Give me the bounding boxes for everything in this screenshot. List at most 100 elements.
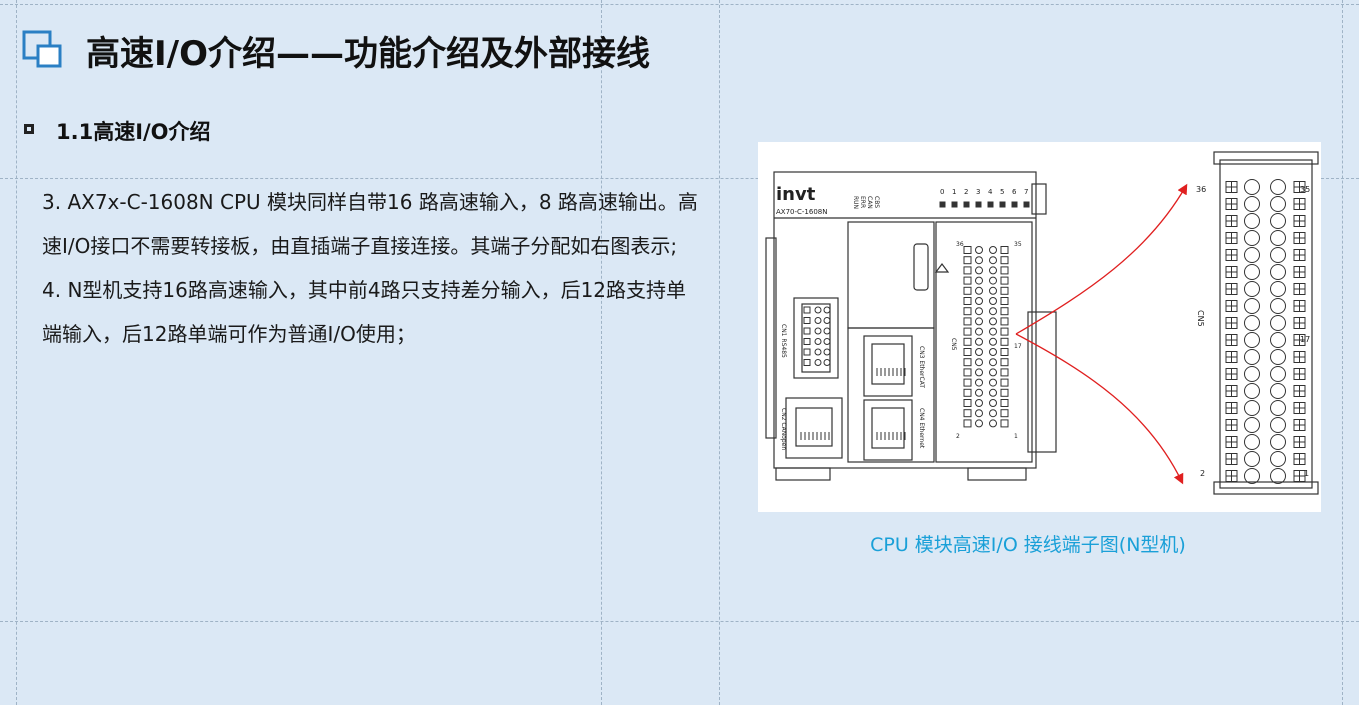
- pin-circle: [975, 266, 983, 275]
- pin-circle: [975, 348, 983, 356]
- terminal-number-1: 1: [1304, 469, 1309, 478]
- paragraph-3: 3. AX7x-C-1608N CPU 模块同样自带16 路高速输入，8 路高速…: [42, 190, 698, 258]
- pin-square: [803, 317, 811, 324]
- pin-square: [803, 306, 811, 314]
- pin-square: [1000, 399, 1009, 407]
- terminal-block-label: CN5: [1196, 310, 1205, 327]
- pin-circle: [1270, 383, 1286, 399]
- pin-circle: [975, 409, 983, 418]
- terminal-block: [1213, 151, 1319, 495]
- model-label: AX70-C-1608N: [776, 208, 827, 216]
- pin-square: [963, 297, 972, 305]
- pin-square: [963, 368, 972, 377]
- pin-square: [1000, 286, 1009, 295]
- pin-circle: [1244, 366, 1260, 382]
- guide-line: [16, 0, 17, 705]
- pin-circle: [975, 307, 983, 316]
- pin-square: [1000, 317, 1009, 326]
- pin-circle: [1244, 298, 1260, 314]
- pin-circle: [975, 358, 983, 367]
- pin-square: [963, 388, 972, 397]
- terminal-number-17: 17: [1300, 335, 1310, 344]
- brand-logo: invt: [776, 184, 816, 205]
- io-number: 0: [940, 188, 944, 196]
- pin-circle: [814, 348, 822, 356]
- module-terminal-number-36: 36: [956, 241, 964, 248]
- figure-caption: CPU 模块高速I/O 接线端子图(N型机): [870, 534, 1186, 556]
- pin-square: [963, 256, 972, 265]
- arrow-down: [1015, 333, 1184, 485]
- pin-circle: [989, 368, 997, 377]
- pin-circle: [1244, 417, 1260, 433]
- port-label-cn5: CN5: [950, 338, 957, 351]
- pin-square: [1000, 297, 1009, 305]
- pin-square: [1000, 388, 1009, 397]
- pin-circle: [1244, 179, 1260, 195]
- pin-circle: [823, 317, 831, 324]
- pin-circle: [1270, 468, 1286, 484]
- pin-circle: [1244, 247, 1260, 263]
- pin-circle: [1270, 298, 1286, 314]
- pin-square: [963, 399, 972, 407]
- pin-circle: [989, 307, 997, 316]
- pin-circle: [975, 246, 983, 254]
- pin-circle: [1270, 247, 1286, 263]
- pin-circle: [823, 348, 831, 356]
- pin-circle: [1244, 332, 1260, 348]
- pin-square: [803, 327, 811, 335]
- status-label-run: RUN: [852, 196, 859, 209]
- pin-circle: [975, 388, 983, 397]
- pin-circle: [1270, 332, 1286, 348]
- pin-circle: [989, 378, 997, 387]
- pin-circle: [1270, 213, 1286, 229]
- guide-line: [1342, 0, 1343, 705]
- pin-circle: [1244, 264, 1260, 280]
- pin-circle: [975, 256, 983, 265]
- pin-square: [963, 378, 972, 387]
- port-label-canopen: CN2 CANopen: [780, 408, 787, 450]
- status-label-cbs: CBS: [873, 196, 880, 208]
- pin-square: [1000, 246, 1009, 254]
- pin-circle: [989, 297, 997, 305]
- pin-circle: [823, 306, 831, 314]
- pin-circle: [975, 368, 983, 377]
- pin-circle: [975, 317, 983, 326]
- pin-square: [1000, 378, 1009, 387]
- pin-circle: [1270, 264, 1286, 280]
- io-number: 5: [1000, 188, 1004, 196]
- pin-square: [963, 286, 972, 295]
- led-indicator: [987, 201, 994, 208]
- arrow-up: [1015, 183, 1188, 335]
- pin-circle: [1270, 366, 1286, 382]
- pin-square: [963, 348, 972, 356]
- pin-circle: [975, 276, 983, 285]
- terminal-pins: [800, 201, 1030, 440]
- pin-circle: [823, 338, 831, 345]
- pin-circle: [1270, 196, 1286, 212]
- io-number: 3: [976, 188, 980, 196]
- pin-circle: [989, 348, 997, 356]
- pin-circle: [1270, 417, 1286, 433]
- guide-line: [0, 178, 1359, 179]
- cpu-module: [765, 171, 1057, 481]
- pin-circle: [989, 399, 997, 407]
- pin-circle: [1244, 349, 1260, 365]
- terminal-number-36: 36: [1196, 185, 1206, 194]
- pin-circle: [1244, 383, 1260, 399]
- pin-circle: [1244, 196, 1260, 212]
- pin-circle: [1270, 349, 1286, 365]
- pin-square: [803, 338, 811, 345]
- pin-circle: [1244, 315, 1260, 331]
- pin-circle: [989, 419, 997, 428]
- pin-circle: [989, 317, 997, 326]
- guide-line: [601, 0, 602, 705]
- io-number: 7: [1024, 188, 1028, 196]
- pin-circle: [1270, 281, 1286, 297]
- terminal-number-2: 2: [1200, 469, 1205, 478]
- pin-circle: [989, 246, 997, 254]
- pin-circle: [1270, 434, 1286, 450]
- pin-circle: [823, 327, 831, 335]
- pin-square: [963, 419, 972, 428]
- io-number: 4: [988, 188, 993, 196]
- pin-circle: [814, 317, 822, 324]
